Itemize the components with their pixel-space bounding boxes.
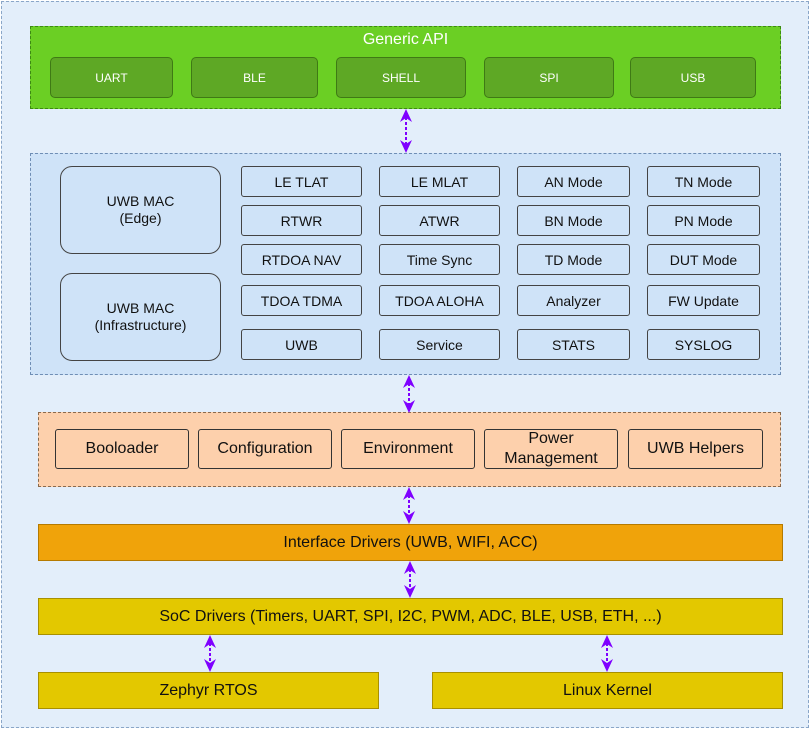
arrow-interface-to-soc [404,561,416,598]
mac-rtdoa-nav: RTDOA NAV [241,244,362,275]
arrow-head-up [404,561,416,574]
mac-bn-mode: BN Mode [517,205,630,236]
linux-kernel-bar: Linux Kernel [432,672,783,709]
arrow-head-down [204,659,216,672]
zephyr-rtos-bar: Zephyr RTOS [38,672,379,709]
uwb-mac-edge-line1: UWB MAC [106,193,175,209]
mac-le-tlat: LE TLAT [241,166,362,197]
api-spi: SPI [484,57,614,98]
mac-tdoa-tdma: TDOA TDMA [241,285,362,316]
uwb-mac-infrastructure-box: UWB MAC (Infrastructure) [60,273,221,361]
arrow-head-up [403,375,415,388]
svc-power-line1: Power [528,430,574,447]
mac-uwb: UWB [241,329,362,360]
soc-drivers-bar: SoC Drivers (Timers, UART, SPI, I2C, PWM… [38,598,783,635]
mac-service: Service [379,329,500,360]
arrow-head-down [404,585,416,598]
arrow-head-down [403,511,415,524]
mac-pn-mode: PN Mode [647,205,760,236]
uwb-mac-edge-box: UWB MAC (Edge) [60,166,221,254]
uwb-mac-infra-line2: (Infrastructure) [94,317,187,333]
arrow-head-up [204,635,216,648]
mac-dut-mode: DUT Mode [647,244,760,275]
generic-api-title: Generic API [362,31,449,48]
uwb-mac-infra-line1: UWB MAC [106,300,175,316]
mac-tn-mode: TN Mode [647,166,760,197]
mac-atwr: ATWR [379,205,500,236]
svc-power-line2: Management [504,450,598,467]
mac-td-mode: TD Mode [517,244,630,275]
mac-an-mode: AN Mode [517,166,630,197]
arrow-soc-to-linux [601,635,613,672]
mac-fw-update: FW Update [647,285,760,316]
api-uart: UART [50,57,173,98]
mac-stats: STATS [517,329,630,360]
api-shell: SHELL [336,57,466,98]
arrow-head-down [400,140,412,153]
mac-tdoa-aloha: TDOA ALOHA [379,285,500,316]
arrow-mac-to-services [403,375,415,413]
arrow-services-to-interface [403,487,415,524]
mac-analyzer: Analyzer [517,285,630,316]
mac-time-sync: Time Sync [379,244,500,275]
svc-environment: Environment [341,429,475,469]
svc-uwb-helpers: UWB Helpers [628,429,763,469]
mac-syslog: SYSLOG [647,329,760,360]
arrow-soc-to-zephyr [204,635,216,672]
arrow-head-up [403,487,415,500]
mac-rtwr: RTWR [241,205,362,236]
svc-bootloader: Booloader [55,429,189,469]
uwb-mac-edge-line2: (Edge) [119,210,162,226]
api-ble: BLE [191,57,318,98]
interface-drivers-bar: Interface Drivers (UWB, WIFI, ACC) [38,524,783,561]
arrow-head-down [403,400,415,413]
arrow-api-to-mac [400,109,412,153]
svc-configuration: Configuration [198,429,332,469]
mac-le-mlat: LE MLAT [379,166,500,197]
api-usb: USB [630,57,756,98]
arrow-head-down [601,659,613,672]
svc-power-management: Power Management [484,429,618,469]
arrow-head-up [400,109,412,122]
arrow-head-up [601,635,613,648]
